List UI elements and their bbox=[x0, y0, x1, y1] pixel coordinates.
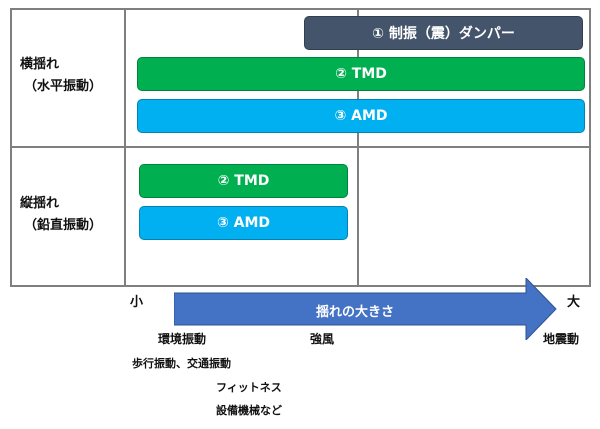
bar-amd-horizontal-label: ③ AMD bbox=[334, 108, 388, 124]
bar-tmd-vertical-label: ② TMD bbox=[217, 173, 270, 189]
category-env-vibration: 環境振動 bbox=[158, 332, 207, 346]
row-label-vertical-title: 縦揺れ bbox=[20, 196, 60, 211]
grid-col-divider-2 bbox=[357, 8, 359, 287]
bar-damper-horizontal-label: ① 制振（震）ダンパー bbox=[372, 26, 515, 42]
bar-tmd-horizontal-label: ② TMD bbox=[335, 66, 387, 82]
example-fitness: フィットネス bbox=[216, 381, 282, 394]
category-strong-wind: 強風 bbox=[310, 332, 335, 346]
grid-top-border bbox=[10, 8, 591, 10]
grid-col-divider-1 bbox=[124, 8, 126, 287]
bar-damper-horizontal: ① 制振（震）ダンパー bbox=[304, 16, 583, 50]
bar-amd-vertical: ③ AMD bbox=[139, 206, 348, 240]
example-walking: 歩行振動、交通振動 bbox=[132, 357, 231, 370]
category-earthquake: 地震動 bbox=[543, 332, 580, 346]
scale-small-label: 小 bbox=[130, 295, 144, 310]
bar-tmd-horizontal: ② TMD bbox=[137, 57, 585, 91]
row-label-vertical: 縦揺れ （鉛直振動） bbox=[20, 193, 102, 237]
row-label-horizontal-title: 横揺れ bbox=[20, 57, 60, 72]
bar-amd-vertical-label: ③ AMD bbox=[216, 215, 271, 231]
scale-arrow-label: 揺れの大きさ bbox=[316, 305, 395, 320]
scale-arrow-shape bbox=[174, 278, 557, 340]
example-equipment: 設備機械など bbox=[216, 404, 282, 417]
grid-bottom-border bbox=[10, 285, 591, 287]
row-label-horizontal: 横揺れ （水平振動） bbox=[20, 54, 102, 98]
scale-large-label: 大 bbox=[567, 295, 581, 310]
bar-amd-horizontal: ③ AMD bbox=[137, 99, 585, 133]
bar-tmd-vertical: ② TMD bbox=[139, 164, 348, 198]
row-label-horizontal-subtitle: （水平振動） bbox=[24, 79, 103, 94]
scale-arrow bbox=[174, 278, 557, 340]
grid-row-divider bbox=[10, 146, 591, 148]
row-label-vertical-subtitle: （鉛直振動） bbox=[24, 218, 103, 233]
